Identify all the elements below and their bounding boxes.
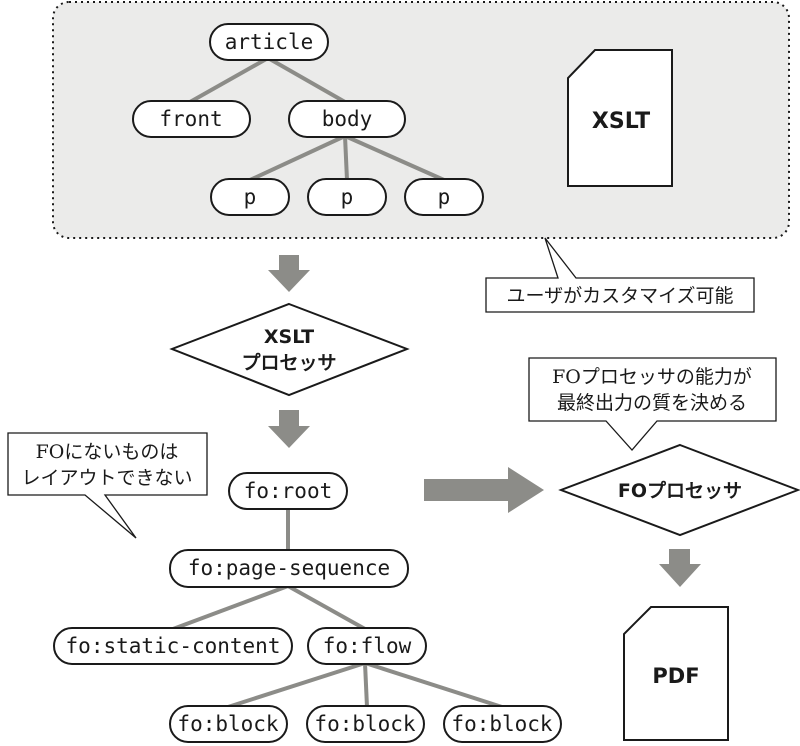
node-fo-static-content-label: fo:static-content <box>66 634 281 658</box>
callout-fo-quality: FOプロセッサの能力が 最終出力の質を決める <box>528 357 777 451</box>
xslt-processor-line-1: XSLT <box>264 326 314 348</box>
pdf-document-label: PDF <box>652 664 699 688</box>
node-fo-block-3-label: fo:block <box>451 712 553 736</box>
fo-tree-edges <box>172 509 503 709</box>
xslt-processor: XSLT プロセッサ <box>169 302 410 397</box>
node-fo-root-label: fo:root <box>244 479 333 503</box>
callout-fo-layout-line-1: FOにないものは <box>36 441 179 463</box>
node-fo-static-content: fo:static-content <box>53 627 293 665</box>
callout-customizable-text: ユーザがカスタマイズ可能 <box>506 285 733 307</box>
node-fo-page-sequence-label: fo:page-sequence <box>188 556 390 580</box>
xslt-processor-line-2: プロセッサ <box>241 351 336 374</box>
node-fo-block-2-label: fo:block <box>314 712 416 736</box>
fo-processor: FOプロセッサ <box>558 443 800 537</box>
xslt-document-label: XSLT <box>592 109 650 134</box>
node-body: body <box>288 100 406 138</box>
node-article: article <box>209 23 329 61</box>
down-arrow-2 <box>268 410 310 448</box>
callout-fo-quality-line-2: 最終出力の質を決める <box>557 392 747 414</box>
node-body-label: body <box>322 107 373 131</box>
node-fo-flow-label: fo:flow <box>323 634 412 658</box>
node-fo-block-1: fo:block <box>169 705 288 743</box>
right-arrow <box>424 467 544 513</box>
node-p-2-label: p <box>341 185 354 209</box>
node-p-1: p <box>210 178 290 216</box>
callout-fo-quality-line-1: FOプロセッサの能力が <box>552 366 752 388</box>
node-front-label: front <box>159 107 222 131</box>
xslt-document-icon: XSLT <box>567 49 673 187</box>
node-fo-block-1-label: fo:block <box>177 712 279 736</box>
node-fo-root: fo:root <box>228 472 348 510</box>
down-arrow-1 <box>268 255 310 292</box>
pdf-document-icon: PDF <box>623 606 729 741</box>
node-p-2: p <box>307 178 387 216</box>
node-article-label: article <box>225 30 314 54</box>
node-p-3-label: p <box>438 185 451 209</box>
node-fo-block-2: fo:block <box>306 705 425 743</box>
node-fo-flow: fo:flow <box>307 627 427 665</box>
source-tree-edges <box>189 56 445 182</box>
node-fo-block-3: fo:block <box>443 705 562 743</box>
callout-fo-layout-line-2: レイアウトできない <box>21 467 192 489</box>
callout-fo-layout: FOにないものは レイアウトできない <box>7 432 208 539</box>
node-p-3: p <box>404 178 484 216</box>
callout-customizable: ユーザがカスタマイズ可能 <box>485 237 755 313</box>
node-p-1-label: p <box>244 185 257 209</box>
down-arrow-3 <box>659 549 701 587</box>
fo-processor-label: FOプロセッサ <box>618 479 742 502</box>
node-fo-page-sequence: fo:page-sequence <box>169 549 409 588</box>
node-front: front <box>132 100 251 138</box>
